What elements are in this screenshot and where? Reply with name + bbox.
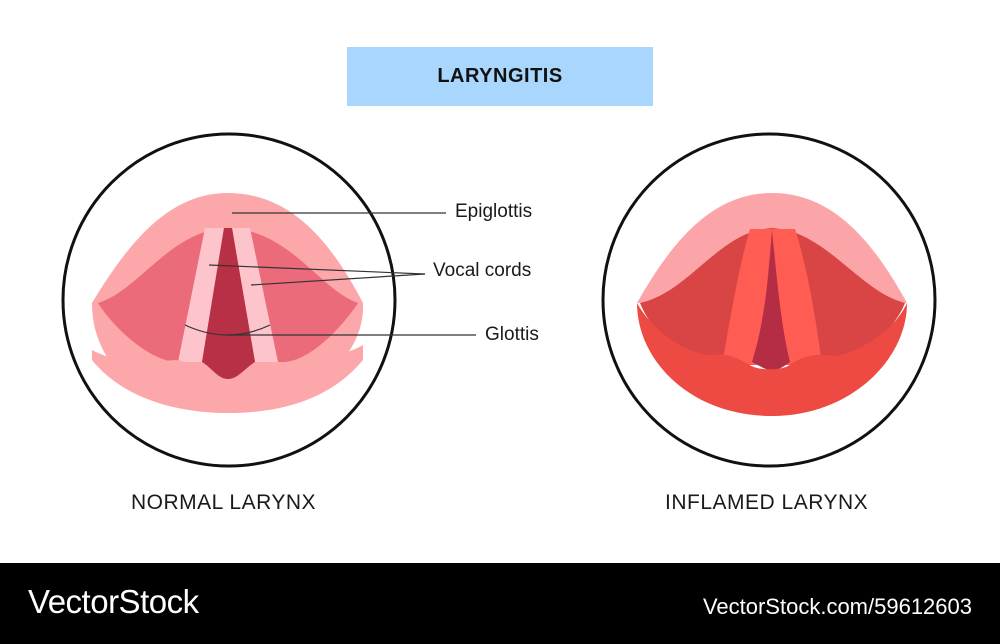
image-id: VectorStock.com/59612603 bbox=[702, 594, 972, 619]
inflamed-larynx-illustration bbox=[601, 132, 937, 468]
title-banner: LARYNGITIS bbox=[347, 47, 653, 106]
inflamed-right-vocal-cord bbox=[772, 229, 822, 365]
normal-right-vocal-cord bbox=[232, 228, 278, 362]
vocal-cord-pointer-line-left bbox=[208, 264, 426, 275]
inflamed-epiglottis bbox=[637, 193, 907, 303]
vectorstock-logo: VectorStock bbox=[28, 583, 199, 620]
caption-normal-larynx: NORMAL LARYNX bbox=[131, 491, 317, 514]
inflamed-lower-fold bbox=[637, 303, 907, 416]
inflamed-frame-circle bbox=[601, 132, 937, 468]
normal-glottis bbox=[202, 228, 255, 379]
watermark-footer: VectorStock VectorStock.com/59612603 bbox=[0, 563, 1000, 644]
larynx-diagram bbox=[61, 132, 937, 468]
page-title: LARYNGITIS bbox=[437, 65, 563, 87]
vocal-cord-pointer-line-right bbox=[250, 273, 426, 286]
inflamed-left-vocal-cord bbox=[722, 229, 772, 365]
label-epiglottis: Epiglottis bbox=[455, 201, 533, 222]
normal-lower-fold bbox=[92, 345, 363, 413]
label-vocal-cords: Vocal cords bbox=[433, 260, 532, 281]
label-glottis: Glottis bbox=[485, 324, 539, 345]
inflamed-glottis bbox=[752, 232, 790, 370]
normal-larynx-illustration bbox=[61, 132, 476, 468]
caption-inflamed-larynx: INFLAMED LARYNX bbox=[665, 491, 869, 514]
glottis-arc bbox=[184, 324, 271, 336]
normal-left-vocal-cord bbox=[178, 228, 224, 362]
normal-frame-circle bbox=[61, 132, 397, 468]
